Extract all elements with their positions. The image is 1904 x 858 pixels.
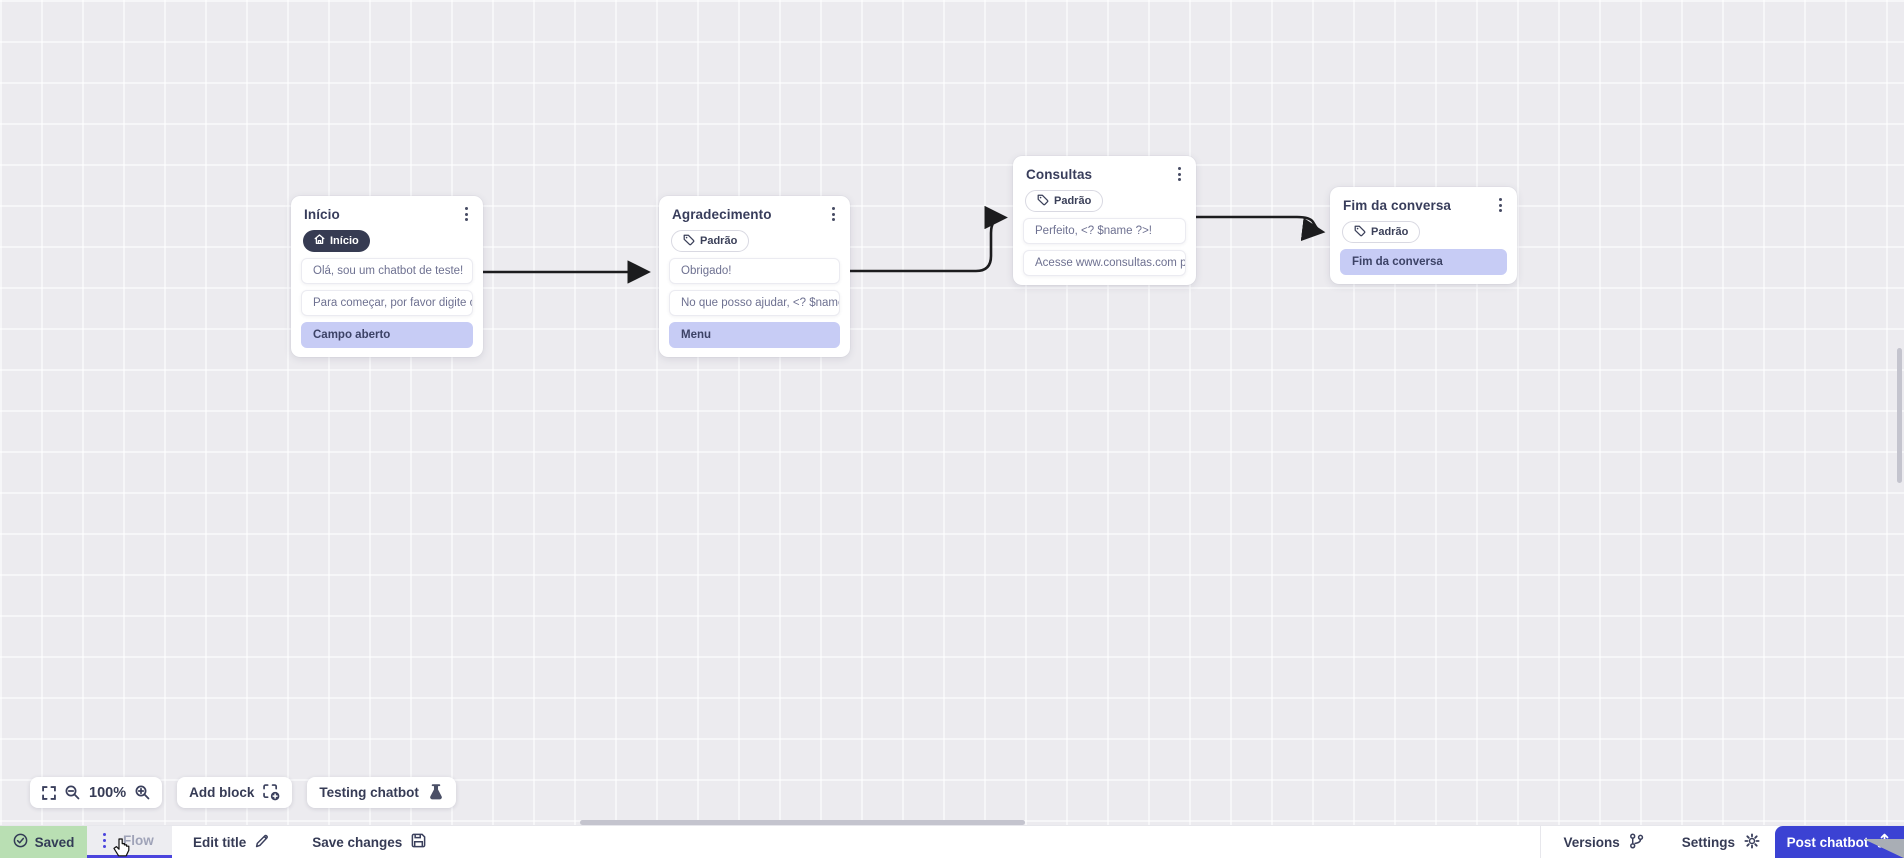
message-block[interactable]: Olá, sou um chatbot de teste! — [301, 258, 473, 284]
badge-label: Padrão — [1371, 226, 1409, 238]
node-title: Consultas — [1026, 166, 1093, 182]
divider — [1540, 826, 1542, 858]
message-block[interactable]: Para começar, por favor digite o ... — [301, 290, 473, 316]
input-block[interactable]: Campo aberto — [301, 322, 473, 348]
badge-label: Início — [330, 235, 359, 247]
zoom-controls: 100% — [30, 777, 163, 808]
flow-node-fim-da-conversa[interactable]: Fim da conversa Padrão Fim da conversa — [1330, 187, 1517, 284]
fullscreen-icon[interactable] — [42, 785, 56, 800]
tag-icon — [683, 234, 695, 249]
flow-tab-label: Flow — [123, 833, 154, 848]
end-block[interactable]: Fim da conversa — [1340, 249, 1507, 275]
tag-icon — [1354, 225, 1366, 240]
edit-title-button[interactable]: Edit title — [193, 826, 270, 858]
flask-icon — [428, 784, 444, 801]
node-title: Fim da conversa — [1343, 197, 1452, 213]
edit-title-label: Edit title — [193, 834, 247, 850]
flow-node-agradecimento[interactable]: Agradecimento Padrão Obrigado! No que po… — [659, 196, 850, 357]
post-chatbot-label: Post chatbot — [1786, 834, 1869, 850]
badge-label: Padrão — [1054, 195, 1092, 207]
post-chatbot-button[interactable]: Post chatbot — [1775, 826, 1904, 858]
default-badge: Padrão — [671, 230, 750, 252]
upload-icon — [1877, 833, 1892, 851]
zoom-in-icon[interactable] — [135, 785, 150, 800]
zoom-level: 100% — [89, 784, 127, 801]
save-changes-label: Save changes — [312, 834, 403, 850]
start-badge: Início — [303, 230, 370, 252]
testing-chatbot-button[interactable]: Testing chatbot — [307, 777, 456, 808]
zoom-out-icon[interactable] — [65, 785, 80, 800]
vertical-scrollbar[interactable] — [1897, 348, 1902, 483]
flow-node-inicio[interactable]: Início Início Olá, sou um chatbot de tes… — [291, 196, 483, 357]
node-menu-button[interactable] — [829, 205, 838, 223]
message-block[interactable]: Perfeito, <? $name ?>! — [1023, 218, 1186, 244]
node-menu-button[interactable] — [462, 205, 471, 223]
add-block-label: Add block — [189, 785, 255, 800]
check-circle-icon — [13, 833, 28, 851]
saved-label: Saved — [34, 834, 75, 850]
flow-canvas[interactable]: Início Início Olá, sou um chatbot de tes… — [0, 0, 1904, 825]
pencil-icon — [255, 833, 270, 851]
horizontal-scrollbar[interactable] — [580, 820, 1025, 825]
badge-label: Padrão — [700, 235, 738, 247]
git-branch-icon — [1629, 833, 1644, 852]
flow-menu-button[interactable] — [100, 831, 109, 849]
menu-block[interactable]: Menu — [669, 322, 840, 348]
save-changes-button[interactable]: Save changes — [312, 826, 426, 858]
edge-consultas-fim — [1196, 215, 1326, 242]
save-icon — [411, 833, 426, 851]
message-block[interactable]: No que posso ajudar, <? $name ... — [669, 290, 840, 316]
node-title: Início — [304, 206, 340, 222]
versions-button[interactable]: Versions — [1563, 826, 1643, 858]
bottom-bar-right: Versions Settings Post chatbot — [1540, 826, 1904, 858]
bottom-bar: Saved Flow Edit title Save changes Versi… — [0, 825, 1904, 858]
versions-label: Versions — [1563, 834, 1620, 850]
add-block-button[interactable]: Add block — [177, 777, 293, 808]
node-menu-button[interactable] — [1175, 165, 1184, 183]
message-block[interactable]: Acesse www.consultas.com par... — [1023, 250, 1186, 276]
edge-agradecimento-consultas — [850, 205, 1008, 273]
node-title: Agradecimento — [672, 206, 772, 222]
connector-edges — [483, 205, 1326, 284]
default-badge: Padrão — [1342, 221, 1421, 243]
tag-icon — [1037, 194, 1049, 209]
message-block[interactable]: Obrigado! — [669, 258, 840, 284]
saved-status-badge: Saved — [0, 826, 87, 858]
add-block-icon — [263, 784, 280, 801]
testing-chatbot-label: Testing chatbot — [319, 785, 419, 800]
default-badge: Padrão — [1025, 190, 1104, 212]
canvas-toolbar: 100% Add block Testing chatbot — [30, 777, 456, 808]
flow-node-consultas[interactable]: Consultas Padrão Perfeito, <? $name ?>! … — [1013, 156, 1196, 285]
node-menu-button[interactable] — [1496, 196, 1505, 214]
settings-button[interactable]: Settings — [1682, 826, 1760, 858]
gear-icon — [1744, 832, 1760, 852]
tab-flow[interactable]: Flow — [87, 826, 172, 858]
home-icon — [314, 234, 325, 248]
settings-label: Settings — [1681, 834, 1735, 850]
